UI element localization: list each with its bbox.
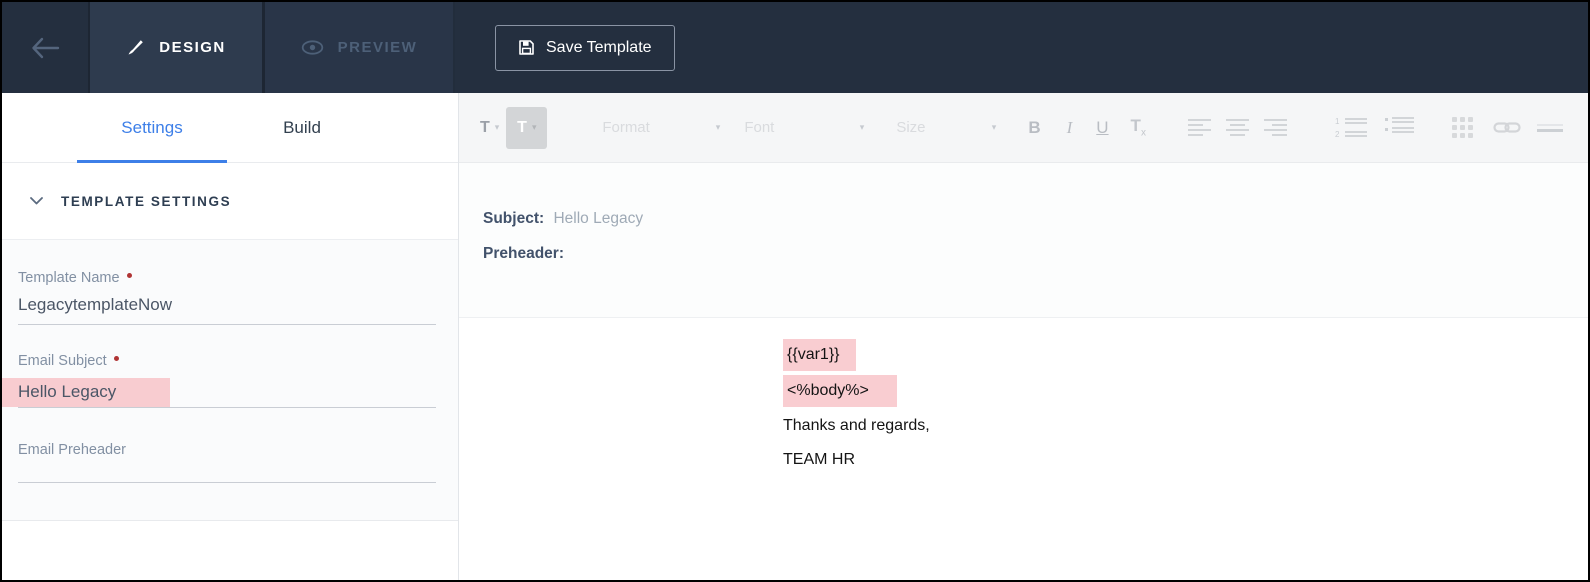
clear-t: T — [1130, 116, 1141, 136]
size-dropdown[interactable]: Size ▾ — [896, 119, 996, 136]
ordered-list-icon[interactable]: 1 2 — [1335, 117, 1367, 139]
email-preheader-field[interactable]: Email Preheader — [18, 442, 436, 483]
template-settings-form: Template Name LegacytemplateNow Email Su… — [2, 240, 458, 521]
link-icon[interactable] — [1493, 120, 1521, 135]
build-tab-label: Build — [283, 117, 321, 137]
list-group: 1 2 — [1335, 116, 1414, 139]
design-tab-label: DESIGN — [159, 39, 226, 56]
email-meta-block: Subject: Hello Legacy Preheader: — [459, 163, 1588, 318]
font-dropdown[interactable]: Font ▾ — [744, 119, 864, 136]
bullet-list-icon[interactable] — [1384, 116, 1414, 139]
sidebar-tabs: Settings Build — [2, 93, 458, 163]
subject-value: Hello Legacy — [553, 210, 644, 227]
caret-down-icon: ▾ — [859, 122, 865, 132]
editor-main: T▾ T▾ Format▾ Font▾ Size▾ B I U Tx — [459, 93, 1588, 580]
clear-formatting-button[interactable]: Tx — [1131, 116, 1146, 138]
align-right-icon[interactable] — [1263, 119, 1287, 136]
save-button-label: Save Template — [546, 38, 652, 56]
subject-label: Subject: — [483, 210, 545, 227]
ol-digit: 2 — [1334, 129, 1340, 139]
body-line-team: TEAM HR — [783, 451, 855, 468]
variable-highlight: {{var1}} — [783, 339, 856, 371]
caret-down-icon: ▾ — [715, 122, 721, 132]
save-wrap: Save Template — [495, 2, 675, 93]
format-dropdown[interactable]: Format ▾ — [602, 119, 720, 136]
body-line-var1: {{var1}} — [783, 337, 1588, 373]
underline-button[interactable]: U — [1096, 117, 1109, 137]
template-name-field[interactable]: Template Name LegacytemplateNow — [18, 270, 436, 325]
back-button[interactable] — [2, 2, 90, 93]
align-left-icon[interactable] — [1187, 119, 1211, 136]
bold-button[interactable]: B — [1028, 117, 1041, 137]
format-label: Format — [602, 119, 650, 136]
table-grid-icon[interactable] — [1451, 117, 1473, 138]
field-underline — [18, 407, 436, 408]
text-background-dropdown[interactable]: T▾ — [506, 106, 548, 149]
save-icon — [519, 40, 534, 55]
settings-sidebar: Settings Build TEMPLATE SETTINGS Templat… — [2, 93, 459, 580]
required-dot — [126, 273, 132, 278]
align-center-icon[interactable] — [1225, 119, 1249, 136]
alignment-group — [1187, 119, 1287, 136]
body-tag-highlight: <%body%> — [783, 375, 897, 407]
settings-tab-label: Settings — [121, 117, 183, 137]
email-body-canvas[interactable]: {{var1}} <%body%> Thanks and regards, TE… — [459, 318, 1588, 580]
arrow-left-icon — [31, 37, 59, 58]
top-bar: DESIGN PREVIEW Save Template — [2, 2, 1588, 93]
tab-preview[interactable]: PREVIEW — [265, 2, 455, 93]
body-line-thanks: Thanks and regards, — [783, 417, 930, 434]
text-color-dropdown[interactable]: T▾ — [480, 119, 499, 137]
preheader-label: Preheader: — [483, 245, 564, 262]
email-subject-label: Email Subject — [18, 353, 436, 369]
email-preheader-label: Email Preheader — [18, 442, 126, 458]
section-title: TEMPLATE SETTINGS — [61, 193, 232, 209]
preview-tab-label: PREVIEW — [337, 39, 418, 56]
save-template-button[interactable]: Save Template — [495, 24, 675, 71]
required-dot — [113, 356, 119, 361]
brush-icon — [128, 40, 144, 55]
tab-design[interactable]: DESIGN — [90, 2, 265, 93]
content-row: Settings Build TEMPLATE SETTINGS Templat… — [2, 93, 1588, 580]
text-color-label: T — [480, 118, 490, 136]
email-subject-input[interactable]: Hello Legacy — [2, 378, 170, 407]
template-name-label: Template Name — [18, 270, 436, 286]
template-settings-section-header[interactable]: TEMPLATE SETTINGS — [2, 163, 458, 240]
horizontal-rule-icon[interactable] — [1536, 123, 1563, 132]
ol-digit: 1 — [1334, 116, 1340, 126]
caret-down-icon: ▾ — [991, 122, 997, 132]
subject-line: Subject: Hello Legacy — [483, 210, 1588, 228]
font-label: Font — [744, 119, 775, 136]
body-line-body-tag: <%body%> — [783, 373, 1588, 409]
caret-down-icon: ▾ — [531, 122, 537, 132]
italic-button[interactable]: I — [1066, 117, 1073, 137]
sidebar-tab-build[interactable]: Build — [227, 93, 377, 162]
text-bg-label: T — [517, 118, 527, 136]
sidebar-tab-settings[interactable]: Settings — [77, 93, 227, 163]
email-preheader-input[interactable] — [18, 458, 436, 483]
email-subject-field[interactable]: Email Subject Hello Legacy — [2, 353, 436, 408]
editor-toolbar: T▾ T▾ Format▾ Font▾ Size▾ B I U Tx — [459, 93, 1588, 163]
chevron-down-icon — [30, 197, 43, 205]
caret-down-icon: ▾ — [494, 122, 500, 132]
sidebar-footer-space — [2, 521, 458, 580]
template-name-input[interactable]: LegacytemplateNow — [18, 295, 436, 325]
size-label: Size — [896, 119, 926, 136]
eye-icon — [301, 40, 323, 55]
clear-x: x — [1140, 127, 1146, 139]
preheader-line: Preheader: — [483, 245, 1588, 263]
